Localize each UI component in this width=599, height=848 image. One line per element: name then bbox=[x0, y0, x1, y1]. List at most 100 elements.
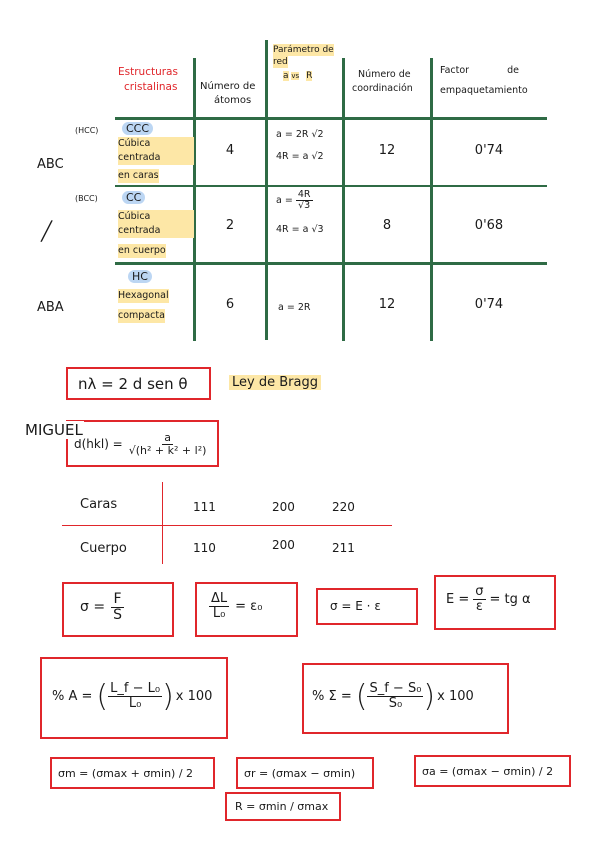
strain-num: ΔL bbox=[209, 591, 230, 607]
header-atoms: Número de átomos bbox=[200, 80, 264, 108]
strain-den: L₀ bbox=[212, 605, 226, 621]
row2-param-l2: 4R = a √3 bbox=[276, 223, 324, 235]
dhkl-num: a bbox=[162, 431, 173, 445]
side-label-slash: / bbox=[39, 213, 55, 248]
header-a: a bbox=[283, 71, 289, 81]
area-lhs: % Σ = bbox=[312, 689, 352, 704]
row2-param-den: √3 bbox=[298, 199, 311, 211]
row1-tag: (HCC) bbox=[75, 126, 99, 135]
area-rhs: x 100 bbox=[437, 689, 474, 704]
young-lhs: E = bbox=[446, 591, 470, 607]
header-structures-l2: cristalinas bbox=[124, 81, 178, 93]
ratio-formula-box: R = σmin / σmax bbox=[225, 792, 341, 821]
sigma-range-formula: σr = (σmax − σmin) bbox=[244, 767, 356, 780]
row3-factor: 0'74 bbox=[474, 297, 504, 312]
row1-param-l2: 4R = a √2 bbox=[276, 151, 324, 162]
row2-param-frac: 4R√3 bbox=[295, 189, 313, 211]
sigma-mean-formula: σm = (σmax + σmin) / 2 bbox=[58, 767, 194, 780]
h-line-3 bbox=[115, 262, 547, 265]
area-num: S_f − S₀ bbox=[367, 681, 424, 697]
dhkl-formula-box: d(hkl) = a √(h² + k² + l²) bbox=[66, 420, 219, 467]
dhkl-lhs: d(hkl) = bbox=[74, 437, 123, 452]
header-packing-l1: Factor de bbox=[440, 64, 548, 78]
elong-num: L_f − L₀ bbox=[108, 681, 163, 697]
row1-param-l1: a = 2R √2 bbox=[276, 129, 324, 140]
elong-rhs: x 100 bbox=[175, 689, 213, 704]
v-line-3 bbox=[342, 58, 345, 341]
row3-name-l2: compacta bbox=[118, 309, 165, 323]
planes-cuerpo-v3: 211 bbox=[332, 541, 355, 555]
elong-den: L₀ bbox=[128, 696, 142, 711]
row3-param: a = 2R bbox=[278, 302, 311, 313]
row2-abbr: CC bbox=[122, 191, 146, 204]
row3-structure: HC Hexagonal compacta bbox=[118, 270, 194, 323]
young-num: σ bbox=[473, 584, 486, 600]
row1-name-l2: en caras bbox=[118, 169, 159, 183]
planes-caras-v3: 220 bbox=[332, 500, 355, 514]
bragg-formula: nλ = 2 d sen θ bbox=[78, 375, 188, 393]
planes-cuerpo-v1: 110 bbox=[193, 541, 216, 555]
row1-atoms: 4 bbox=[225, 143, 235, 158]
hooke-formula: σ = E · ε bbox=[330, 599, 381, 613]
area-den: S₀ bbox=[388, 696, 403, 711]
header-parameter-l2: red bbox=[273, 56, 288, 68]
h-line-2 bbox=[115, 185, 547, 187]
dhkl-frac: a √(h² + k² + l²) bbox=[127, 432, 209, 456]
side-label-aba: ABA bbox=[37, 300, 64, 315]
stress-den: S bbox=[113, 606, 122, 623]
row2-name-l1: Cúbica centrada bbox=[118, 210, 194, 238]
header-parameter-avr: a vs R bbox=[273, 70, 339, 82]
stress-num: F bbox=[111, 591, 124, 608]
planes-label-caras: Caras bbox=[80, 497, 118, 512]
young-den: ε bbox=[475, 598, 483, 614]
dhkl-formula: d(hkl) = a √(h² + k² + l²) bbox=[74, 432, 208, 456]
planes-caras-v2: 200 bbox=[272, 500, 295, 514]
header-structures-l1: Estructuras bbox=[118, 66, 178, 78]
header-parameter: Parámetro de red a vs R bbox=[273, 44, 339, 82]
row3-abbr: HC bbox=[128, 270, 152, 283]
row1-factor: 0'74 bbox=[474, 143, 504, 158]
header-factor: Factor bbox=[440, 65, 470, 76]
stress-lhs: σ = bbox=[80, 599, 106, 616]
sigma-amp-formula-box: σa = (σmax − σmin) / 2 bbox=[414, 755, 571, 787]
h-line-1 bbox=[115, 117, 547, 120]
header-packing-l2: empaquetamiento bbox=[440, 85, 528, 96]
header-coord-l2: coordinación bbox=[352, 83, 413, 94]
row3-atoms: 6 bbox=[225, 297, 235, 312]
side-label-abc: ABC bbox=[37, 157, 64, 172]
bragg-formula-box: nλ = 2 d sen θ bbox=[66, 367, 211, 400]
planes-cuerpo-v2: 200 bbox=[272, 538, 295, 552]
v-line-4 bbox=[430, 58, 433, 341]
v-line-2 bbox=[265, 40, 268, 340]
row1-coord: 12 bbox=[378, 143, 396, 158]
row1-param: a = 2R √2 4R = a √2 bbox=[276, 128, 340, 164]
row1-structure: CCC Cúbica centrada en caras bbox=[118, 122, 194, 183]
header-atoms-l1: Número de bbox=[200, 81, 256, 92]
row1-abbr: CCC bbox=[122, 122, 154, 135]
elong-lhs: % A = bbox=[52, 689, 93, 704]
row3-coord: 12 bbox=[378, 297, 396, 312]
elong-paren-open: ( bbox=[96, 679, 109, 714]
header-coord-l1: Número de bbox=[358, 69, 411, 80]
row2-atoms: 2 bbox=[225, 218, 235, 233]
header-atoms-l2: átomos bbox=[214, 95, 252, 106]
header-vs: vs bbox=[291, 72, 300, 80]
header-de: de bbox=[507, 65, 519, 76]
row2-param-num: 4R bbox=[295, 189, 313, 201]
elong-paren-close: ) bbox=[162, 679, 174, 714]
v-line-1 bbox=[193, 58, 196, 341]
header-packing: Factor de empaquetamiento bbox=[440, 64, 548, 98]
ratio-formula: R = σmin / σmax bbox=[235, 800, 329, 813]
sigma-range-formula-box: σr = (σmax − σmin) bbox=[236, 757, 374, 789]
planes-label-cuerpo: Cuerpo bbox=[80, 541, 127, 556]
